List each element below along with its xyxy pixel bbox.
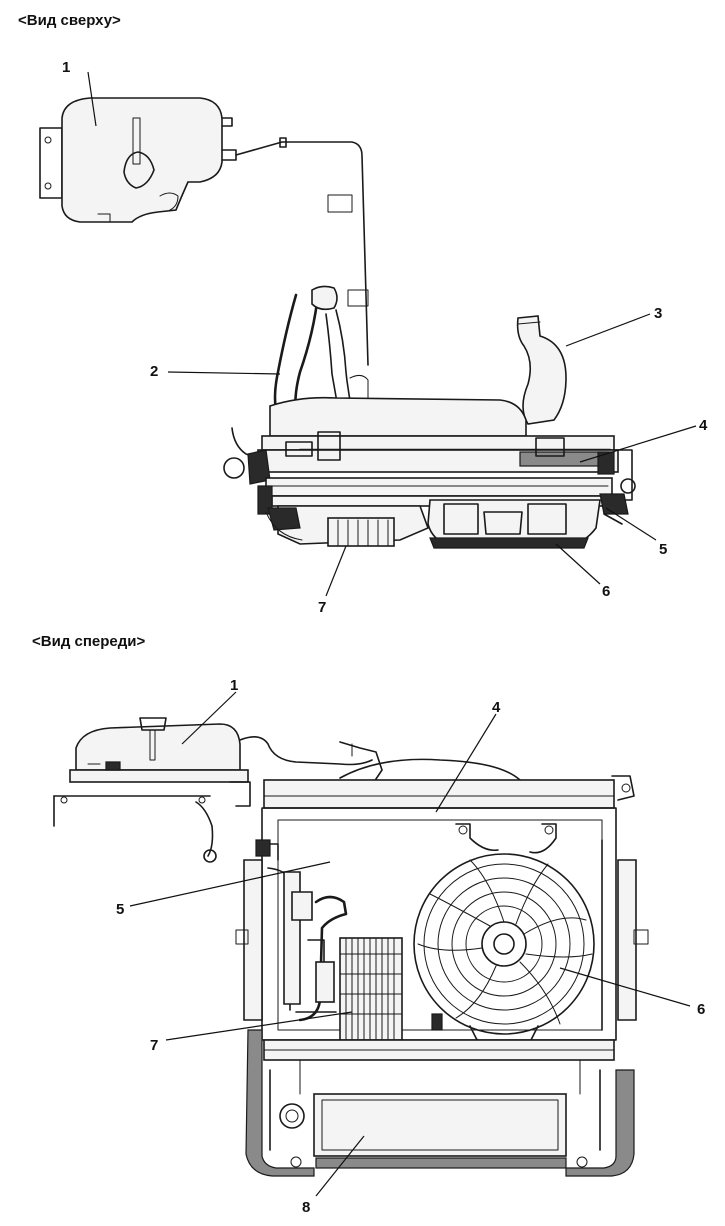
callout-top-7: 7: [318, 599, 326, 616]
expansion-tank-front: [53, 717, 251, 863]
callout-front-5: 5: [116, 901, 124, 918]
lower-hose-top: [516, 315, 567, 425]
callout-front-8: 8: [302, 1199, 310, 1216]
callout-front-1: 1: [230, 677, 238, 694]
callout-top-1: 1: [62, 59, 70, 76]
expansion-tank-top: [39, 97, 237, 223]
condenser-front: [295, 895, 348, 1022]
front-view-caption: <Вид спереди>: [32, 633, 146, 650]
evaporator-top: [265, 505, 430, 547]
callout-top-4: 4: [699, 417, 708, 434]
top-view: 1 2 3 4 5 6 7: [39, 59, 708, 616]
front-view: 1 4 5 6 7 8: [53, 677, 705, 1216]
callout-top-2: 2: [150, 363, 158, 380]
evaporator-front: [339, 937, 403, 1041]
left-side-tank-front: [235, 839, 313, 1021]
cooling-fan-front: [413, 823, 595, 1051]
callout-front-6: 6: [697, 1001, 705, 1018]
callout-front-7: 7: [150, 1037, 158, 1054]
top-view-caption: <Вид сверху>: [18, 12, 121, 29]
radiator-top: [223, 396, 636, 501]
cooling-fan-top: [427, 499, 601, 549]
overflow-hose-top: [235, 141, 369, 366]
right-side-tank-front: [601, 839, 649, 1031]
callout-top-5: 5: [659, 541, 667, 558]
lower-support-front: [245, 1029, 635, 1177]
callout-top-3: 3: [654, 305, 662, 322]
callout-front-4: 4: [492, 699, 501, 716]
callout-top-6: 6: [602, 583, 610, 600]
